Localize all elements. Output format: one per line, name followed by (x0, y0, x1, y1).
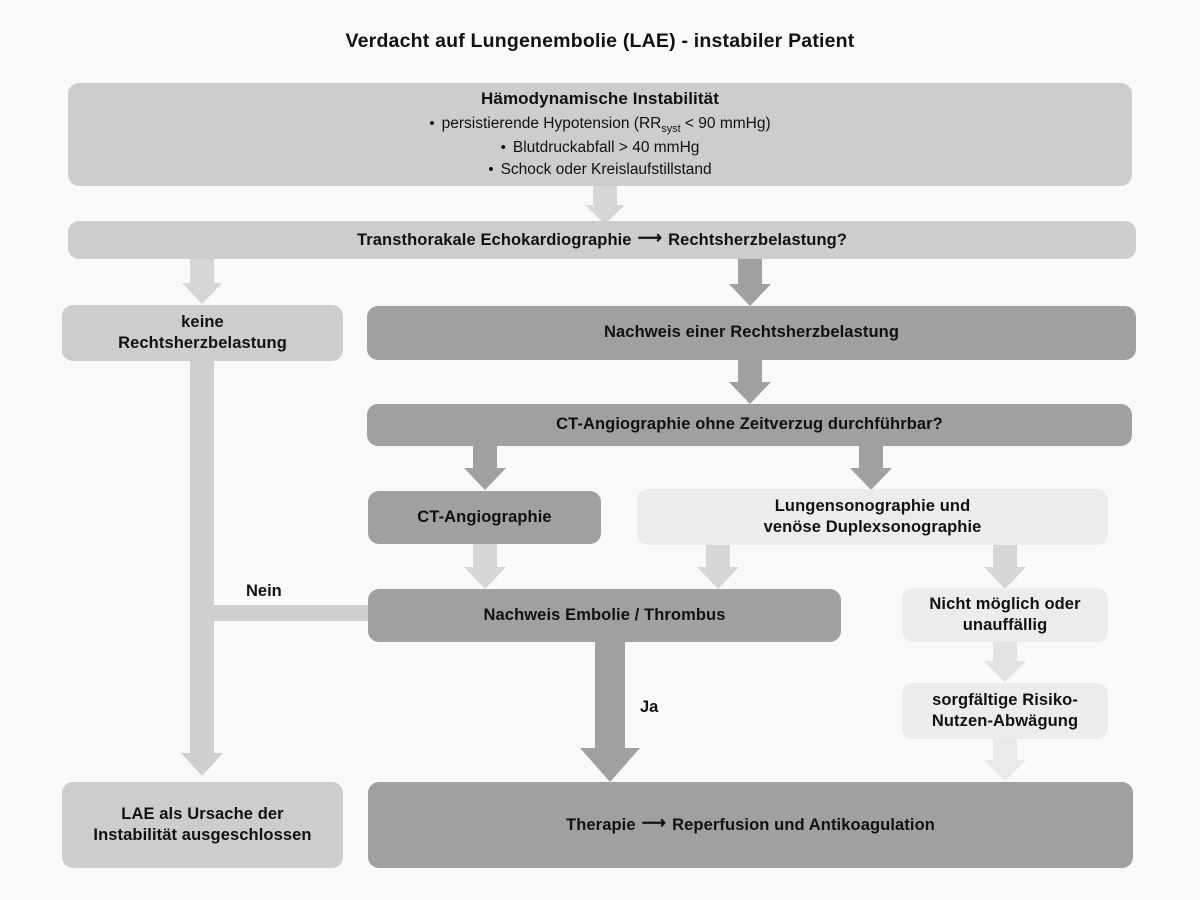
node-therapy[interactable]: Therapie⟶Reperfusion und Antikoagulation (368, 782, 1133, 868)
node-ct-angiography[interactable]: CT-Angiographie (368, 491, 601, 544)
lae-excluded-line1: LAE als Ursache der (121, 804, 284, 823)
instability-bullet-1: persistierende Hypotension (RRsyst < 90 … (429, 114, 771, 136)
node-not-possible[interactable]: Nicht möglich oder unauffällig (902, 588, 1108, 642)
node-rv-strain-detected[interactable]: Nachweis einer Rechtsherzbelastung (367, 306, 1136, 360)
not-possible-line2: unauffällig (962, 616, 1048, 634)
instability-title: Hämodynamische Instabilität (481, 88, 719, 108)
node-embolus-detected[interactable]: Nachweis Embolie / Thrombus (368, 589, 841, 642)
arrow-embolus-to-therapy (580, 642, 640, 782)
inline-arrow-icon: ⟶ (637, 227, 663, 247)
page-title: Verdacht auf Lungenembolie (LAE) - insta… (345, 30, 855, 52)
arrow-sonography-to-embolus (697, 543, 739, 589)
sonography-line1: Lungensonographie und (774, 496, 971, 515)
edge-label-ja: Ja (640, 698, 659, 716)
no-rv-strain-line2: Rechtsherzbelastung (118, 334, 287, 352)
arrow-instability-to-echo (585, 185, 625, 224)
arrow-sonography-to-notpossible (984, 543, 1026, 589)
arrow-ctavailable-to-ctangio (464, 445, 506, 490)
node-risk-benefit[interactable]: sorgfältige Risiko- Nutzen-Abwägung (902, 683, 1108, 739)
instability-bullet-3: Schock oder Kreislaufstillstand (429, 160, 770, 180)
node-haemodynamic-instability[interactable]: Hämodynamische Instabilität persistieren… (68, 83, 1132, 186)
arrow-echo-to-rv-strain (729, 258, 771, 306)
arrow-riskbenefit-to-therapy (984, 739, 1026, 781)
node-no-rv-strain[interactable]: keine Rechtsherzbelastung (62, 305, 343, 361)
risk-benefit-line1: sorgfältige Risiko- (932, 690, 1078, 709)
instability-bullet-list: persistierende Hypotension (RRsyst < 90 … (429, 113, 771, 181)
node-lae-excluded[interactable]: LAE als Ursache der Instabilität ausgesc… (62, 782, 343, 868)
embolus-label: Nachweis Embolie / Thrombus (483, 605, 726, 624)
arrow-ctavailable-to-sonography (850, 445, 892, 490)
sonography-line2: venöse Duplexsonographie (763, 518, 982, 536)
lae-excluded-line2: Instabilität ausgeschlossen (93, 826, 312, 844)
arrow-notpossible-to-riskbenefit (984, 642, 1026, 682)
arrow-no-strain-to-lae-excluded (181, 360, 223, 776)
no-rv-strain-line1: keine (181, 312, 224, 331)
node-ct-available-question[interactable]: CT-Angiographie ohne Zeitverzug durchfüh… (367, 404, 1132, 446)
ct-angiography-label: CT-Angiographie (417, 507, 552, 526)
therapy-label: Therapie⟶Reperfusion und Antikoagulation (566, 812, 935, 834)
node-sonography[interactable]: Lungensonographie und venöse Duplexsonog… (637, 489, 1108, 545)
arrow-rvstrain-to-ctavailable (729, 360, 771, 404)
risk-benefit-line2: Nutzen-Abwägung (931, 712, 1079, 730)
echo-label: Transthorakale Echokardiographie⟶Rechtsh… (356, 227, 848, 249)
arrow-echo-to-no-strain (182, 258, 222, 304)
node-transthoracic-echo[interactable]: Transthorakale Echokardiographie⟶Rechtsh… (68, 221, 1136, 259)
rv-strain-label: Nachweis einer Rechtsherzbelastung (604, 323, 899, 342)
not-possible-line1: Nicht möglich oder (929, 594, 1081, 613)
edge-label-nein: Nein (246, 582, 282, 600)
arrow-ctangio-to-embolus (464, 543, 506, 589)
instability-bullet-2: Blutdruckabfall > 40 mmHg (429, 138, 770, 158)
ct-available-label: CT-Angiographie ohne Zeitverzug durchfüh… (556, 415, 943, 434)
connector-nein-to-embolus (205, 605, 380, 621)
inline-arrow-icon: ⟶ (641, 812, 667, 832)
